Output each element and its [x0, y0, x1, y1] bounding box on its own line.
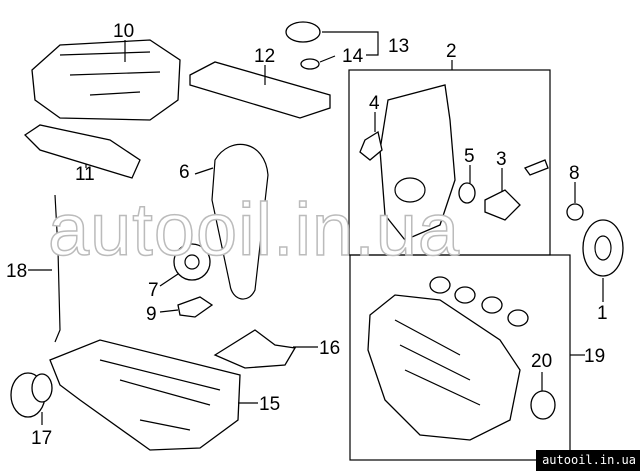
- callout-20: 20: [531, 351, 552, 372]
- callout-7: 7: [148, 280, 159, 301]
- callout-2: 2: [446, 41, 457, 62]
- part-cover-3: [484, 189, 521, 221]
- part-oring: [481, 296, 503, 314]
- callout-16: 16: [319, 338, 340, 359]
- part-detail: [99, 359, 221, 431]
- callout-17: 17: [31, 428, 52, 449]
- callout-1: 1: [597, 303, 608, 324]
- callout-19: 19: [584, 346, 605, 367]
- callout-12: 12: [254, 46, 275, 67]
- callout-11: 11: [75, 164, 95, 185]
- callout-6: 6: [179, 162, 190, 183]
- part-oil-pan: [49, 339, 241, 451]
- part-dipstick: [54, 194, 61, 343]
- part-engine-cover: [189, 61, 331, 119]
- part-timing-chain: [211, 143, 269, 300]
- part-detail: [59, 51, 161, 96]
- part-oil-seal: [458, 182, 476, 204]
- part-case-hole: [394, 177, 426, 203]
- part-oil-pump: [173, 243, 211, 281]
- part-gasket-4: [359, 130, 383, 161]
- part-baffle: [213, 329, 297, 369]
- callout-3: 3: [496, 149, 507, 170]
- part-throttle-gasket: [530, 390, 556, 420]
- part-head-cover-gasket: [23, 124, 141, 179]
- part-oring: [507, 309, 529, 327]
- part-crankshaft-pulley: [582, 219, 624, 277]
- part-chain-case: [379, 84, 456, 241]
- leader-lines: [28, 31, 604, 425]
- part-detail: [184, 254, 200, 270]
- callout-10: 10: [113, 21, 134, 42]
- part-cap-seal: [300, 58, 320, 70]
- callout-14: 14: [342, 46, 364, 67]
- callout-5: 5: [464, 146, 475, 167]
- part-sensor: [177, 296, 214, 318]
- part-bolt: [523, 159, 549, 176]
- callout-15: 15: [259, 394, 280, 415]
- watermark: autooil.in.ua: [48, 188, 460, 271]
- part-detail: [394, 319, 481, 406]
- callout-9: 9: [146, 304, 157, 325]
- part-oil-filler-cap: [285, 21, 321, 43]
- site-badge: autooil.in.ua: [536, 450, 640, 471]
- callout-4: 4: [369, 93, 380, 114]
- part-oring: [429, 276, 451, 294]
- callout-13: 13: [388, 36, 409, 57]
- part-oring: [454, 286, 476, 304]
- group-box-19: [349, 254, 571, 461]
- part-detail: [31, 373, 53, 403]
- part-pulley-bolt: [566, 203, 584, 221]
- callout-18: 18: [6, 261, 27, 282]
- part-detail: [594, 235, 612, 261]
- part-cylinder-head-cover: [31, 39, 181, 121]
- callout-8: 8: [569, 163, 580, 184]
